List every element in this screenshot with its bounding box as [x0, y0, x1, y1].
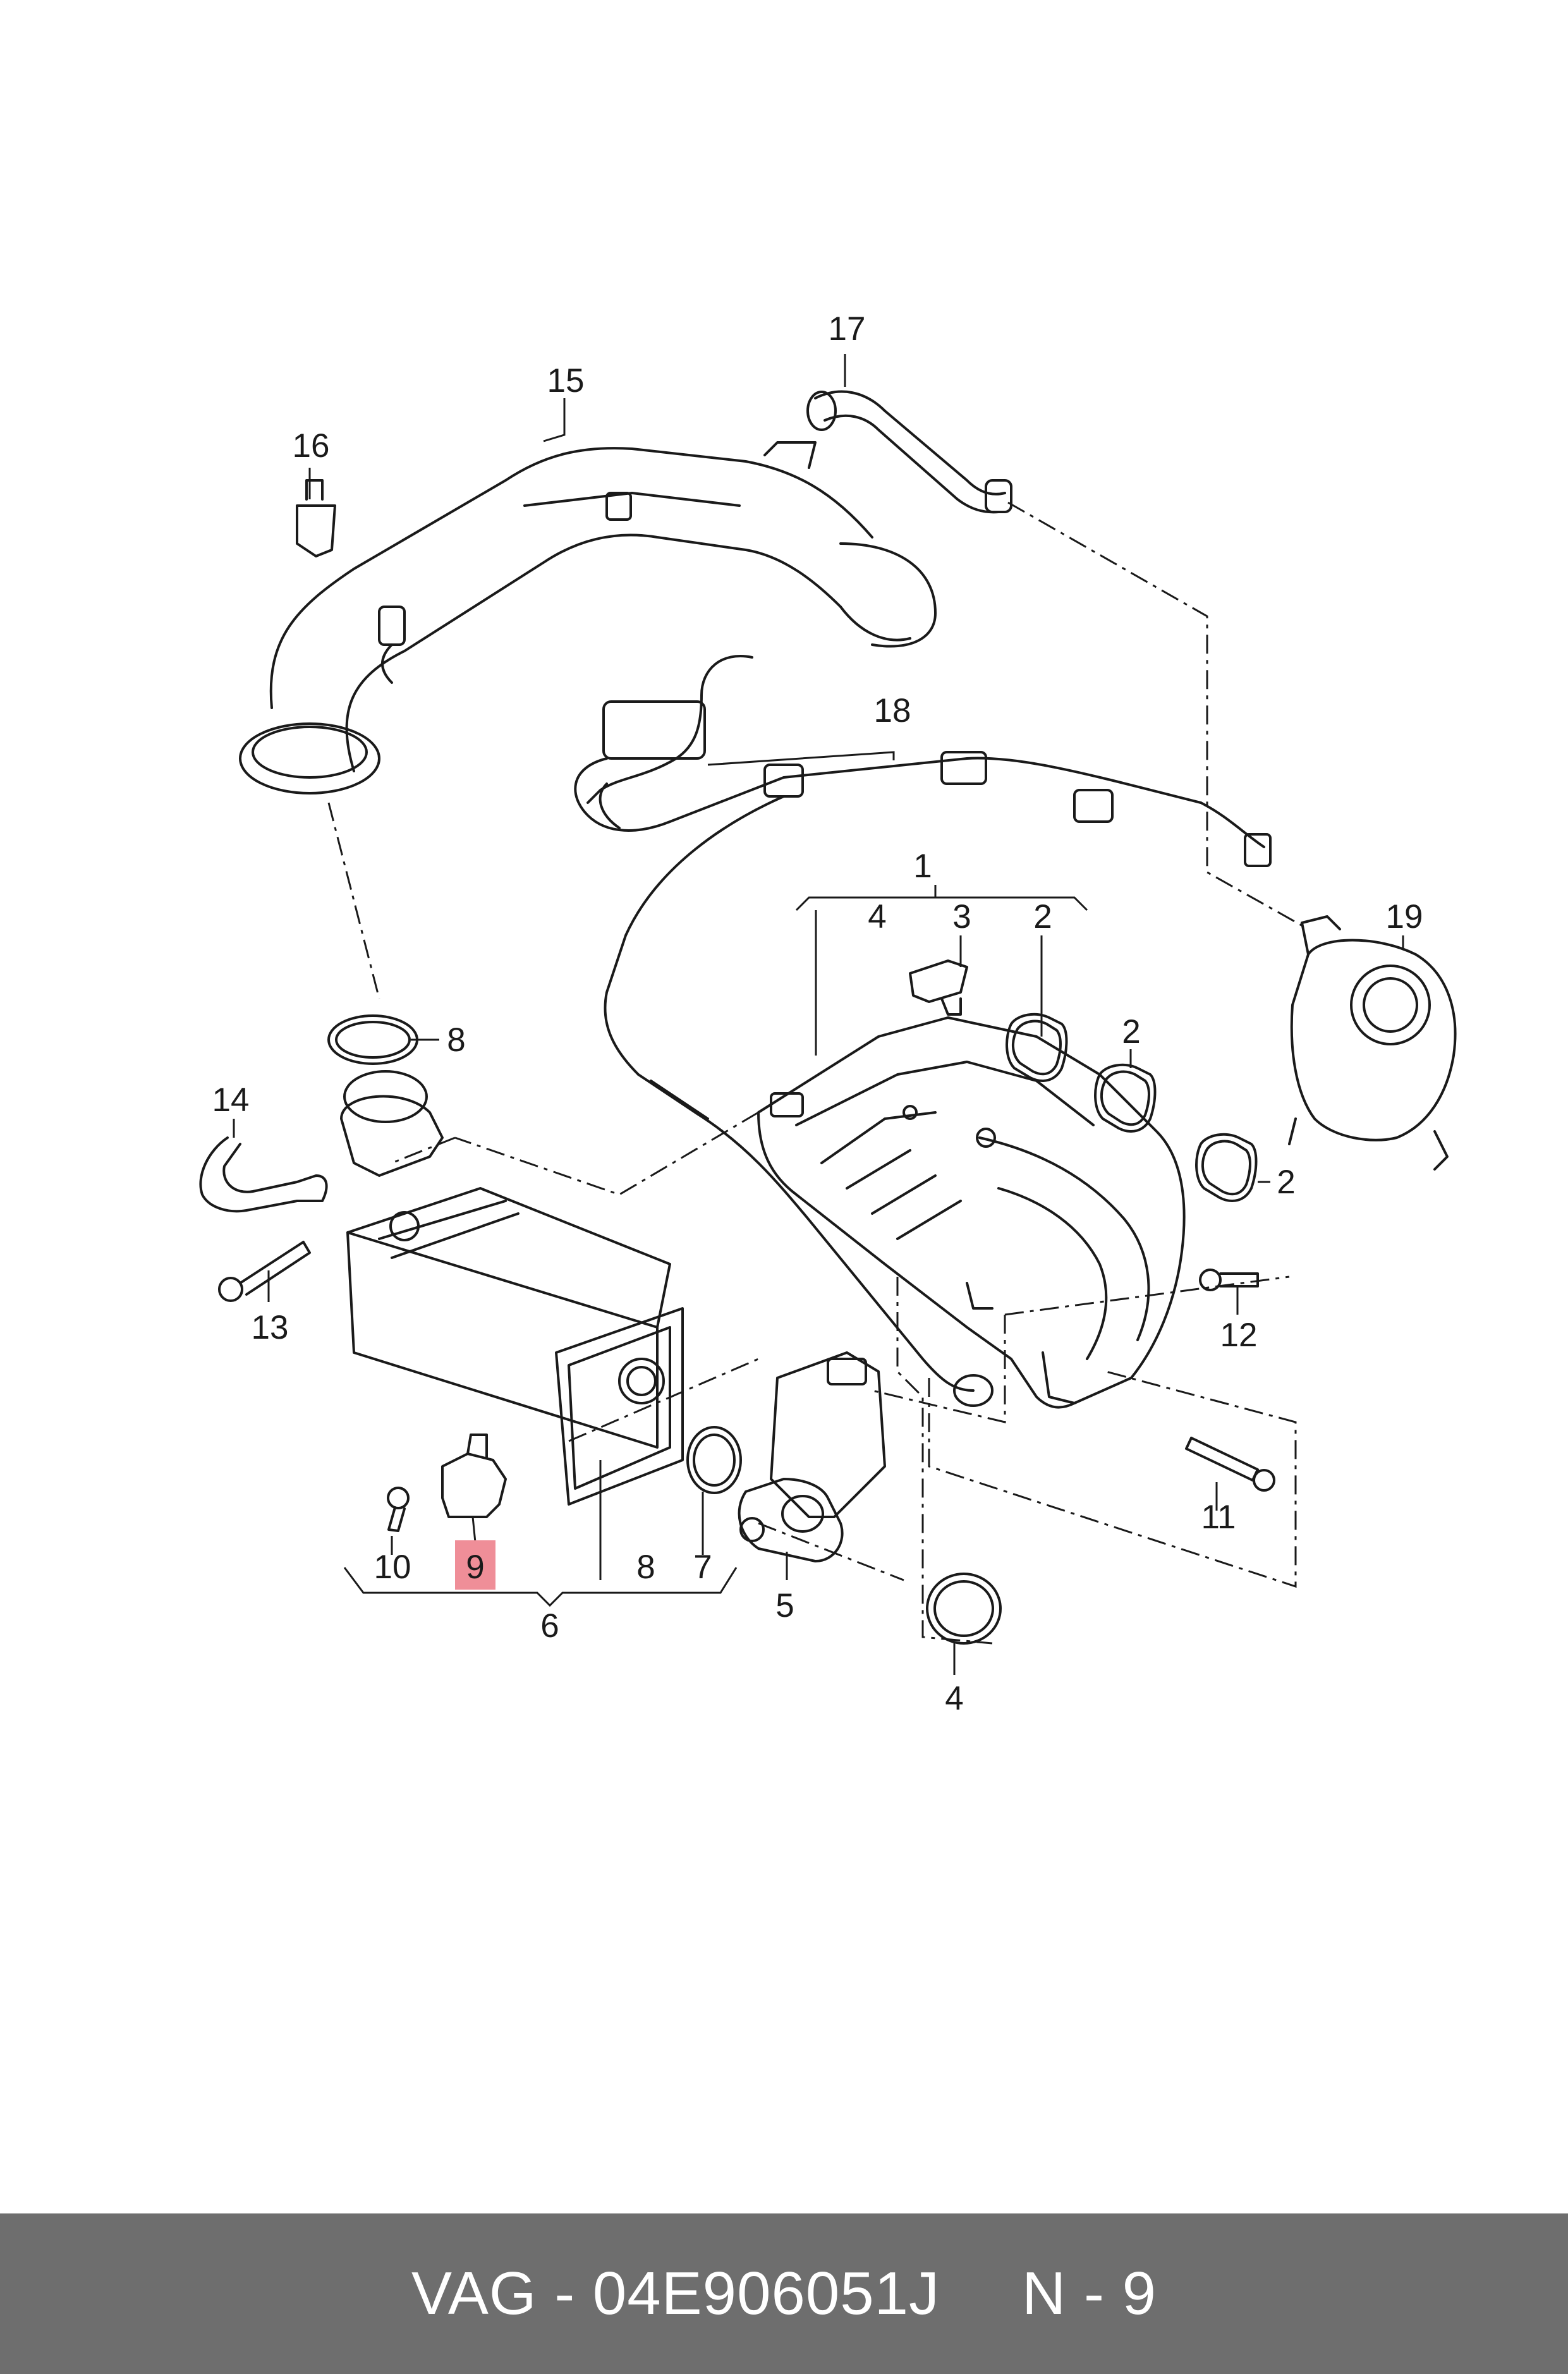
- clip: [199, 1136, 328, 1213]
- callout-4-bottom: 4: [945, 1680, 963, 1717]
- callout-labels: 17 15 16 18 1 4 3 2 19 2 8 14 2 13 12 11…: [212, 310, 1423, 1717]
- pressure-sensor: [909, 959, 968, 1016]
- bolt-10: [387, 1487, 410, 1532]
- callout-12: 12: [1220, 1317, 1258, 1354]
- bolt-13: [218, 1241, 311, 1302]
- o-ring-4: [926, 1573, 1002, 1645]
- callout-17: 17: [829, 310, 866, 348]
- egr-valve: [738, 1351, 886, 1562]
- callout-6: 6: [540, 1607, 559, 1645]
- intake-manifold: [757, 1016, 1186, 1409]
- callout-9: 9: [466, 1549, 484, 1586]
- seal-7: [686, 1426, 742, 1494]
- callout-2-right: 2: [1277, 1164, 1295, 1201]
- callout-8-bottom: 8: [636, 1549, 655, 1586]
- callout-13: 13: [252, 1309, 289, 1346]
- o-ring-8: [327, 1014, 418, 1065]
- callout-11: 11: [1201, 1499, 1236, 1536]
- intake-gaskets: [1006, 1013, 1258, 1202]
- highlight-box: [455, 1540, 495, 1590]
- callout-5: 5: [775, 1587, 794, 1624]
- bolt-12: [1199, 1269, 1259, 1291]
- exploded-parts-diagram: 17 15 16 18 1 4 3 2 19 2 8 14 2 13 12 11…: [199, 310, 1457, 1717]
- callout-16: 16: [293, 427, 330, 465]
- callout-15: 15: [547, 362, 585, 399]
- temperature-sensor: [441, 1434, 507, 1518]
- bracket: [296, 479, 336, 557]
- callout-7: 7: [693, 1549, 712, 1586]
- callout-8-top: 8: [447, 1021, 465, 1059]
- assembly-lines: [327, 501, 1309, 1645]
- air-housing: [1288, 915, 1457, 1171]
- vent-hose: [806, 390, 1012, 514]
- callout-2-mid: 2: [1122, 1013, 1140, 1050]
- callout-3: 3: [952, 898, 971, 935]
- part-number-footer: VAG - 04E906051J N - 9: [0, 2213, 1568, 2374]
- intake-air-pipe: [239, 441, 937, 794]
- callout-10: 10: [374, 1549, 411, 1586]
- vacuum-line: [574, 655, 1272, 1407]
- bolt-11: [1185, 1437, 1275, 1492]
- callout-14: 14: [212, 1081, 250, 1119]
- callout-18: 18: [874, 692, 911, 729]
- egr-cooler: [340, 1070, 684, 1506]
- leader-lines: [233, 354, 1404, 1675]
- callout-1: 1: [913, 848, 932, 885]
- callout-2-top: 2: [1033, 898, 1052, 935]
- callout-19: 19: [1386, 898, 1423, 935]
- part-number-text: VAG - 04E906051J: [411, 2260, 940, 2327]
- diagram-position-text: N - 9: [1022, 2260, 1157, 2327]
- callout-4-top: 4: [868, 898, 886, 935]
